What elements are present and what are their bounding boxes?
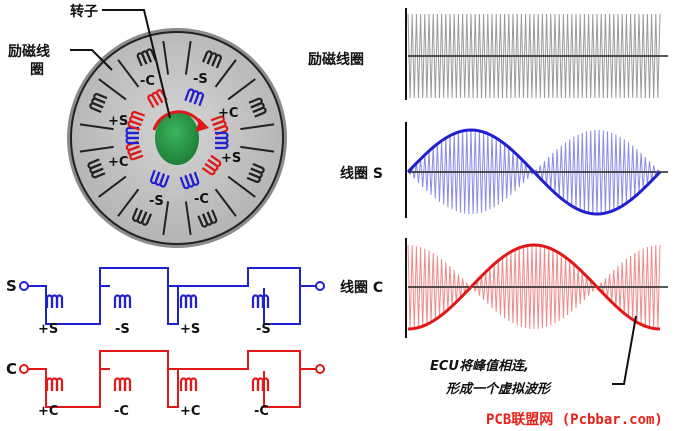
excitation-coil-icon (248, 97, 267, 118)
excitation-coil-icon (201, 50, 222, 69)
terminal-node (315, 364, 325, 374)
winding-coil-icon (113, 377, 132, 391)
circuit-s-terminal: S (6, 277, 17, 295)
sine-coil-icon (179, 171, 200, 190)
excitation-coil-icon (89, 93, 108, 114)
winding-coil-icon (113, 294, 132, 308)
coil-label: -S (115, 322, 130, 337)
pole-label: +C (108, 155, 128, 170)
cosine-coil-icon (127, 110, 146, 131)
circuit-c-terminal: C (6, 360, 17, 378)
winding-coil-icon (251, 294, 270, 308)
circuit-s-coil-labels: +S -S +S -S (38, 322, 271, 337)
resolver-stator (67, 28, 287, 248)
exc-coil-label-top: 励磁线 (8, 43, 50, 60)
sine-coil-icon (215, 131, 229, 150)
rotor-leader (102, 9, 171, 119)
excitation-coil-icon (87, 158, 106, 179)
virtual-envelope (406, 128, 662, 216)
stator-pole-labels: -C -S +S +C +C +S -S -C (108, 72, 241, 209)
excitation-waveform (407, 13, 668, 99)
exc-coil-label-bottom: 圈 (30, 62, 44, 78)
watermark: PCB联盟网 (Pcbbar.com) (486, 412, 663, 428)
cosine-waveform (407, 243, 668, 331)
sine-coil-icon (184, 88, 205, 107)
terminal-node (19, 281, 29, 291)
excitation-coil-icon (132, 207, 153, 226)
cosine-wave-label: 线圈 C (340, 279, 383, 296)
cosine-coil-icon (210, 115, 229, 136)
pole-label: -S (149, 194, 164, 209)
coil-label: -S (256, 322, 271, 337)
winding-coil-icon (179, 294, 198, 308)
rotation-arrow (152, 110, 204, 131)
excitation-coil-icon (197, 209, 218, 228)
coil-label: -C (114, 404, 129, 419)
exc-coil-leader (70, 49, 113, 71)
winding-coil-icon (45, 294, 64, 308)
pole-label: -S (193, 72, 208, 87)
winding-coil-icon (45, 377, 64, 391)
note-leader (612, 315, 637, 385)
note-line-2: 形成一个虚拟波形 (445, 381, 552, 397)
excitation-coil-icon (136, 48, 157, 67)
sine-wave-label: 线圈 S (340, 165, 383, 182)
sine-coil-icon (149, 169, 170, 188)
exc-wave-label: 励磁线圈 (308, 51, 364, 68)
note-line-1: ECU将峰值相连, (430, 358, 529, 374)
cosine-coil-icon (125, 140, 144, 161)
terminal-node (315, 281, 325, 291)
coil-label: +C (38, 404, 58, 419)
coil-label: +S (180, 322, 200, 337)
circuit-c-coil-labels: +C -C +C -C (38, 404, 269, 419)
cosine-coil-icon (201, 154, 222, 176)
coil-label: -C (254, 404, 269, 419)
cosine-coil-icon (147, 89, 168, 109)
circuit-cosine (19, 350, 325, 408)
terminal-node (19, 364, 29, 374)
sine-coil-icon (125, 126, 139, 145)
pole-label: +S (221, 151, 241, 166)
virtual-envelope (407, 243, 661, 331)
pole-label: +S (108, 114, 128, 129)
pole-label: -C (140, 74, 155, 89)
circuit-sine (19, 267, 325, 325)
sine-waveform (406, 128, 668, 216)
winding-coil-icon (179, 377, 198, 391)
coil-label: +C (180, 404, 200, 419)
pole-label: +C (218, 106, 238, 121)
rotor-label: 转子 (70, 3, 98, 20)
waveforms (406, 13, 668, 331)
rotor (155, 111, 199, 165)
winding-coil-icon (251, 377, 270, 391)
coil-label: +S (38, 322, 58, 337)
pole-label: -C (194, 192, 209, 207)
excitation-coil-icon (246, 162, 265, 183)
